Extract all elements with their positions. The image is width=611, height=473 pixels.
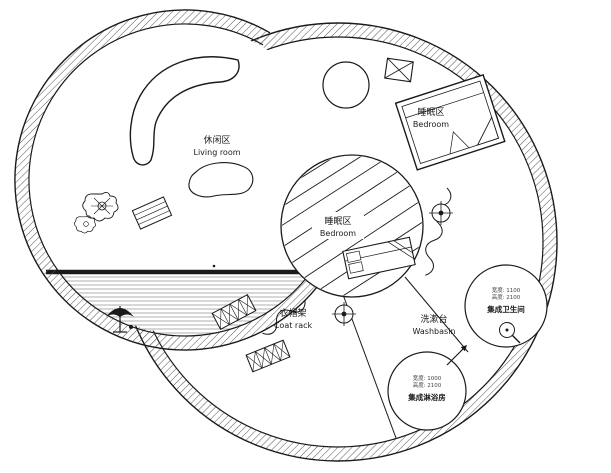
- washbasin-icon: [499, 322, 521, 344]
- left-lobe-interior: [31, 26, 339, 334]
- shower-spec-2: 高度: 2100: [413, 381, 442, 389]
- curved-sofa: [129, 56, 240, 166]
- coat-rack-label-zh: 衣帽架: [279, 307, 306, 319]
- bedroom-center-label: 睡眠区 Bedroom: [320, 215, 356, 238]
- spiral-wall: [14, 9, 327, 351]
- partition-line-washbasin: [404, 276, 469, 353]
- coat-rack-symbol: [245, 339, 291, 373]
- living-room-label: 休闲区 Living room: [193, 134, 240, 157]
- shower-pod: 宽度: 1000 高度: 2100 集成淋浴房: [387, 351, 467, 431]
- center-bedroom: [280, 154, 424, 298]
- round-table: [322, 61, 370, 109]
- plant-icon: [74, 191, 119, 234]
- ceiling-fixture-icon: [429, 201, 453, 225]
- coat-rack-label: 衣帽架 Coat rack: [274, 307, 313, 330]
- bed-center: [342, 236, 416, 280]
- curtain-wave-bottom: [262, 299, 306, 335]
- bathroom-name: 集成卫生间: [486, 304, 525, 314]
- bedroom-upper-label-en: Bedroom: [413, 120, 449, 129]
- bathroom-spec-2: 高度: 2100: [492, 293, 521, 301]
- direction-arrow-icon: [446, 345, 467, 366]
- washbasin-label-zh: 洗漱台: [420, 313, 447, 325]
- ceiling-fixture-icon: [332, 302, 356, 326]
- living-room-label-en: Living room: [193, 148, 240, 157]
- terrace-deck-floor: [60, 274, 310, 337]
- bedroom-center-label-zh: 睡眠区: [324, 215, 351, 227]
- living-room-label-zh: 休闲区: [203, 134, 230, 146]
- bathroom-pod: 宽度: 1100 高度: 2100 集成卫生间: [464, 264, 548, 348]
- bedroom-upper-label-zh: 睡眠区: [417, 106, 444, 118]
- shower-spec-1: 宽度: 1000: [413, 374, 442, 382]
- rug: [131, 196, 173, 230]
- bedroom-center-label-en: Bedroom: [320, 229, 356, 238]
- bathroom-spec-1: 宽度: 1100: [492, 286, 521, 294]
- partition-line-coat-area: [334, 272, 397, 439]
- x-marked-box-icon: [384, 57, 414, 83]
- shower-name: 集成淋浴房: [407, 392, 446, 402]
- coat-rack-label-en: Coat rack: [274, 321, 313, 330]
- coffee-table: [188, 162, 254, 198]
- washbasin-label: 洗漱台 Washbasin: [413, 313, 456, 336]
- bedroom-upper-label: 睡眠区 Bedroom: [413, 106, 449, 129]
- bed-upper: [394, 73, 506, 171]
- washbasin-label-en: Washbasin: [413, 327, 456, 336]
- curtain-wave-right: [425, 187, 452, 276]
- label-backplate: [312, 212, 364, 239]
- coat-rack-symbol: [211, 293, 257, 331]
- parasol-table-icon: [106, 306, 134, 333]
- dot-mark: [212, 264, 216, 268]
